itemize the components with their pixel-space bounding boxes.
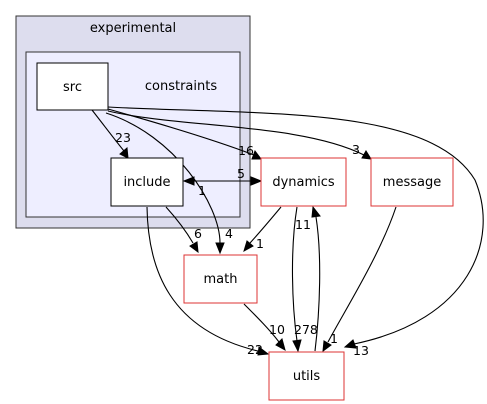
node-message-box <box>370 157 454 207</box>
edges: 23 16 3 4 13 5 <box>91 106 484 358</box>
node-include[interactable]: include <box>110 157 184 207</box>
node-utils[interactable]: utils <box>268 351 345 401</box>
edge-label-dynamics-math: 1 <box>256 236 264 251</box>
edge-message-utils[interactable]: 1 <box>322 206 397 353</box>
edge-src-message[interactable]: 3 <box>107 110 372 160</box>
cluster-constraints-title: constraints <box>145 79 217 94</box>
edge-label-src-utils: 13 <box>353 343 369 358</box>
edge-label-include-math: 6 <box>194 226 202 241</box>
edge-label-math-utils: 10 <box>269 322 285 337</box>
node-message[interactable]: message <box>370 157 454 207</box>
node-src-box <box>36 62 109 111</box>
edge-label-include-dynamics: 5 <box>237 166 245 181</box>
node-include-box <box>110 157 184 207</box>
edge-label-src-math: 4 <box>225 226 233 241</box>
node-src[interactable]: src <box>36 62 109 111</box>
edge-math-utils[interactable]: 10 <box>243 303 286 352</box>
node-math-label: math <box>204 272 238 287</box>
edge-label-dynamics-utils: 278 <box>294 322 318 337</box>
edge-include-math[interactable]: 6 <box>165 206 202 254</box>
edge-label-utils-dynamics: 11 <box>295 217 311 232</box>
node-utils-box <box>268 351 345 401</box>
edge-dynamics-include[interactable]: 1 <box>182 176 261 198</box>
edge-label-dynamics-include: 1 <box>198 183 206 198</box>
node-dynamics[interactable]: dynamics <box>260 157 347 207</box>
node-include-label: include <box>123 175 170 190</box>
edge-src-utils[interactable]: 13 <box>107 106 484 358</box>
node-dynamics-box <box>260 157 347 207</box>
node-utils-label: utils <box>293 369 321 384</box>
node-math-box <box>183 254 258 304</box>
node-math[interactable]: math <box>183 254 258 304</box>
edge-src-include[interactable]: 23 <box>91 109 131 159</box>
node-dynamics-label: dynamics <box>272 175 335 190</box>
node-message-label: message <box>383 175 441 190</box>
edge-dynamics-math[interactable]: 1 <box>243 206 282 253</box>
edge-include-utils[interactable]: 22 <box>146 206 270 357</box>
edge-dynamics-utils[interactable]: 278 <box>291 206 318 353</box>
cluster-experimental-title: experimental <box>90 21 176 36</box>
edge-src-math[interactable]: 4 <box>105 112 233 255</box>
node-src-label: src <box>63 80 82 95</box>
edge-utils-dynamics[interactable]: 11 <box>295 205 321 352</box>
edge-label-src-dynamics: 16 <box>238 143 254 158</box>
edge-label-message-utils: 1 <box>330 331 338 346</box>
edge-label-src-include: 23 <box>115 130 131 145</box>
edge-label-include-utils: 22 <box>247 342 263 357</box>
edge-label-src-message: 3 <box>352 142 360 157</box>
